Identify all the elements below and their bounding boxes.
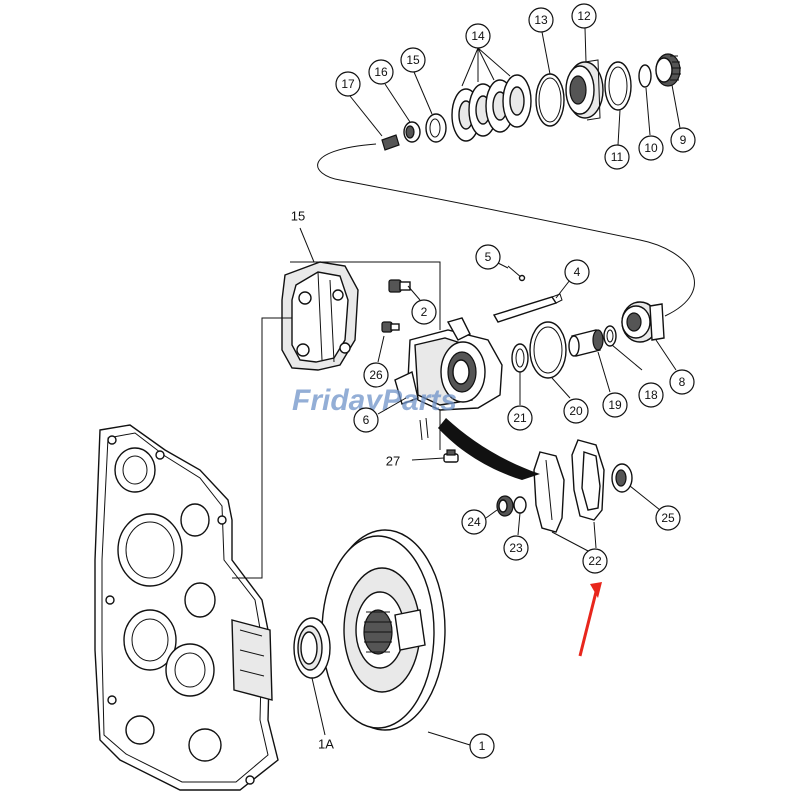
caliper-bracket <box>281 261 359 371</box>
callout-20: 20 <box>563 398 589 424</box>
piston-19 <box>568 329 604 357</box>
snap-ring-11 <box>604 61 632 111</box>
svg-text:13: 13 <box>534 13 548 27</box>
callout-25: 25 <box>655 505 681 531</box>
nut-9 <box>655 53 681 87</box>
callout-10: 10 <box>638 135 664 161</box>
svg-text:21: 21 <box>513 411 527 425</box>
svg-text:9: 9 <box>680 133 687 147</box>
callout-18: 18 <box>638 382 664 408</box>
callout-9: 9 <box>670 127 696 153</box>
transmission-housing <box>94 424 279 791</box>
svg-text:17: 17 <box>341 77 355 91</box>
callout-13: 13 <box>528 7 554 33</box>
o-ring-10 <box>638 64 652 88</box>
assembly-sweep-arrow <box>438 418 540 480</box>
nut-16 <box>403 121 421 143</box>
o-ring-21 <box>511 343 529 373</box>
highlight-arrow <box>578 582 602 657</box>
brake-disc <box>321 529 446 731</box>
callout-24: 24 <box>461 509 487 535</box>
svg-text:19: 19 <box>608 398 622 412</box>
svg-text:20: 20 <box>569 404 583 418</box>
washer-15-top <box>425 113 447 143</box>
callout-27: 27 <box>386 454 400 469</box>
svg-text:25: 25 <box>661 511 675 525</box>
callout-12: 12 <box>571 3 597 29</box>
svg-text:16: 16 <box>374 65 388 79</box>
svg-text:4: 4 <box>574 265 581 279</box>
adjuster-nut-8 <box>621 301 665 343</box>
svg-text:2: 2 <box>421 305 428 319</box>
o-ring-13 <box>535 73 565 127</box>
washer-18 <box>603 325 617 347</box>
callout-2: 2 <box>411 299 437 325</box>
callout-23: 23 <box>503 535 529 561</box>
fitting-27 <box>443 449 459 463</box>
seal-ring-20 <box>529 321 567 379</box>
caliper-housing <box>394 317 503 441</box>
svg-text:18: 18 <box>644 388 658 402</box>
svg-text:14: 14 <box>471 29 485 43</box>
svg-text:5: 5 <box>485 250 492 264</box>
pin-5 <box>507 265 526 282</box>
spacer-23 <box>513 496 527 514</box>
svg-text:22: 22 <box>588 554 602 568</box>
svg-text:8: 8 <box>679 375 686 389</box>
svg-text:27: 27 <box>386 454 400 469</box>
callout-17: 17 <box>335 71 361 97</box>
shaft-seal-1a <box>293 617 331 679</box>
callout-5: 5 <box>475 244 501 270</box>
svg-text:12: 12 <box>577 9 591 23</box>
svg-text:26: 26 <box>369 368 383 382</box>
callout-26: 26 <box>363 362 389 388</box>
callout-6: 6 <box>353 407 379 433</box>
callout-15-washer: 15 <box>400 47 426 73</box>
bleed-screw-26 <box>381 321 400 333</box>
callout-11: 11 <box>604 144 630 170</box>
bolt-2 <box>388 279 411 293</box>
callout-16: 16 <box>368 59 394 85</box>
svg-text:23: 23 <box>509 541 523 555</box>
callout-14: 14 <box>465 23 491 49</box>
callout-8: 8 <box>669 369 695 395</box>
svg-text:6: 6 <box>363 413 370 427</box>
brake-pads-22 <box>533 439 605 533</box>
callout-1a: 1A <box>318 737 334 752</box>
assembly-lines <box>232 143 695 579</box>
seal-25 <box>611 463 633 493</box>
svg-text:1: 1 <box>479 739 486 753</box>
svg-text:1A: 1A <box>318 737 334 752</box>
svg-text:10: 10 <box>644 141 658 155</box>
housing-12 <box>565 59 604 121</box>
svg-text:15: 15 <box>291 209 305 224</box>
svg-text:24: 24 <box>467 515 481 529</box>
callout-4: 4 <box>564 259 590 285</box>
actuator-shaft-4 <box>492 293 563 323</box>
callout-1: 1 <box>469 733 495 759</box>
callout-19: 19 <box>602 392 628 418</box>
callout-21: 21 <box>507 405 533 431</box>
callout-22: 22 <box>582 548 608 574</box>
disc-pack-14 <box>451 74 532 142</box>
leader-lines <box>299 27 681 746</box>
screw-17 <box>381 134 400 151</box>
bushing-24 <box>496 495 514 517</box>
callout-15-bracket: 15 <box>291 209 305 224</box>
svg-text:15: 15 <box>406 53 420 67</box>
svg-text:11: 11 <box>611 150 624 164</box>
